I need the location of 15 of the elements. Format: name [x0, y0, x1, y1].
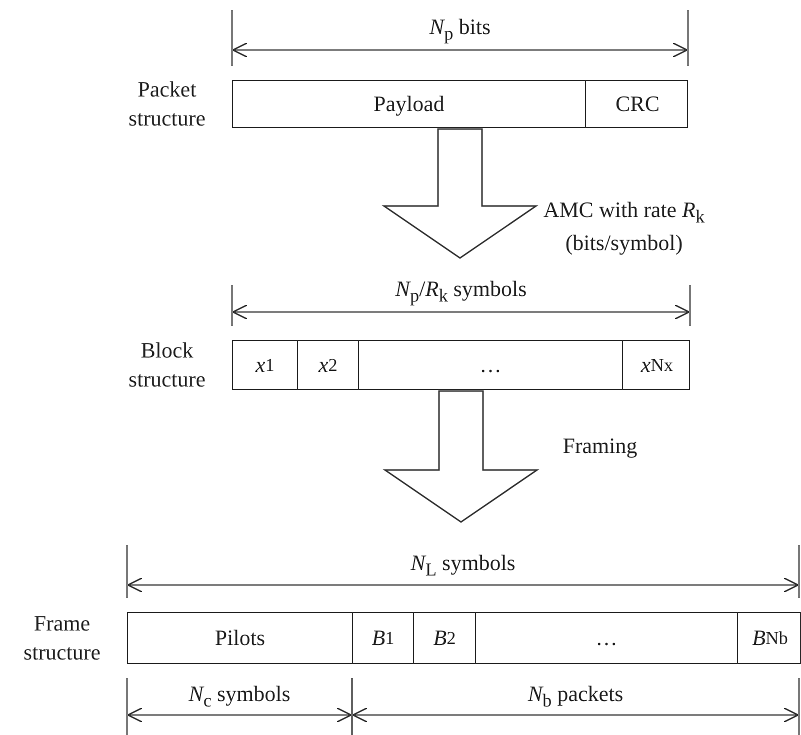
field-cell: Pilots — [128, 613, 353, 663]
field-cell: CRC — [586, 81, 689, 127]
field-cell: … — [476, 613, 738, 663]
row-heading: Packet structure — [128, 75, 206, 132]
dimension-label: N$_{b}$ packets — [526, 681, 624, 712]
field-cell: Payload — [233, 81, 586, 127]
dimension-label: N$_{p}$ bits — [428, 14, 492, 44]
block-arrow — [382, 128, 538, 259]
row-heading: Frame structure — [22, 609, 102, 666]
field-cell: … — [359, 341, 623, 389]
dimension-label: N$_{c}$ symbols — [188, 681, 292, 712]
dimension-label: N$_{p}$/R$_{k}$ symbols — [394, 276, 528, 306]
dimension-label: N$_{L}$ symbols — [410, 550, 516, 580]
row-heading: Block structure — [128, 336, 206, 393]
block-arrow — [382, 390, 540, 523]
